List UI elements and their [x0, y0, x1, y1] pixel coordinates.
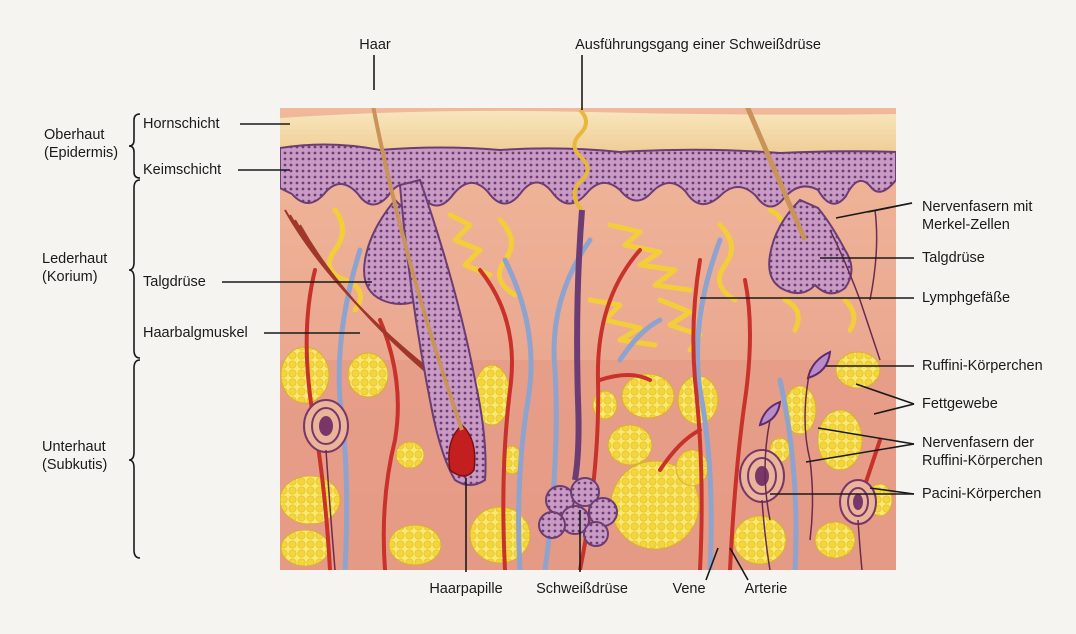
label-nervenfasern-ruffini: Nervenfasern der Ruffini-Körperchen — [922, 434, 1043, 470]
label-talgdruese-left: Talgdrüse — [143, 273, 206, 291]
label-unterhaut: Unterhaut (Subkutis) — [42, 438, 107, 474]
label-talgdruese-right: Talgdrüse — [922, 249, 985, 267]
layer-brackets — [129, 114, 140, 558]
label-lymphgefaesse: Lymphgefäße — [922, 289, 1010, 307]
label-keimschicht: Keimschicht — [143, 161, 221, 179]
label-haar: Haar — [359, 36, 390, 54]
label-oberhaut: Oberhaut (Epidermis) — [44, 126, 118, 162]
label-fettgewebe: Fettgewebe — [922, 395, 998, 413]
label-hornschicht: Hornschicht — [143, 115, 220, 133]
label-ruffini: Ruffini-Körperchen — [922, 357, 1043, 375]
label-schweissdruese: Schweißdrüse — [536, 580, 628, 598]
label-ausfuehrungsgang: Ausführungsgang einer Schweißdrüse — [575, 36, 821, 54]
label-nervenfasern-merkel: Nervenfasern mit Merkel-Zellen — [922, 198, 1032, 234]
label-haarbalgmuskel: Haarbalgmuskel — [143, 324, 248, 342]
label-pacini: Pacini-Körperchen — [922, 485, 1041, 503]
label-vene: Vene — [672, 580, 705, 598]
label-arterie: Arterie — [745, 580, 788, 598]
tissue-block — [280, 85, 896, 580]
label-haarpapille: Haarpapille — [429, 580, 502, 598]
label-lederhaut: Lederhaut (Korium) — [42, 250, 107, 286]
